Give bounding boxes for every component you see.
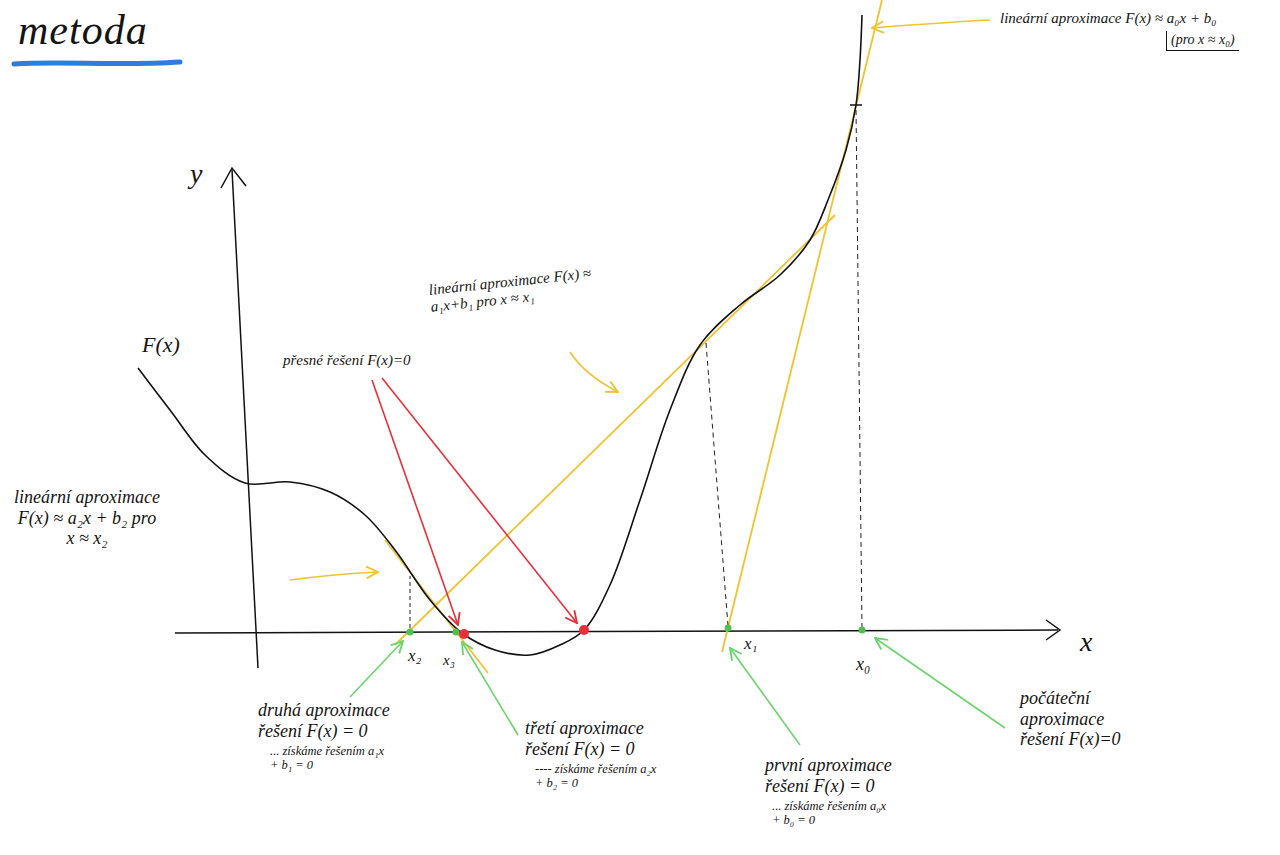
callout-note: počáteční aproximace řešení F(x)=0: [1020, 688, 1150, 750]
callout-arrow: [290, 572, 378, 580]
point-label: x₀: [856, 654, 870, 675]
title-underline: [14, 62, 180, 64]
axis-label: x: [1080, 626, 1092, 658]
y-axis-arrow: [221, 168, 246, 188]
approximation-point: [407, 629, 414, 636]
callout-note: přesné řešení F(x)=0: [283, 352, 411, 369]
dashed-drop: [856, 108, 862, 628]
y-axis: [232, 170, 258, 668]
function-graph: [138, 15, 862, 655]
point-label: x₁: [744, 634, 757, 654]
title: metoda: [18, 6, 148, 54]
approximation-point: [725, 625, 732, 632]
callout-arrow: [570, 352, 618, 392]
callout-note: lineární aproximace F(x) ≈ a₁x+b₁ pro x …: [428, 264, 601, 316]
callout-subnote: ... získáme řešením a₁x + b₁ = 0: [270, 744, 395, 773]
dashed-drop: [410, 576, 411, 628]
callout-note: první aproximace řešení F(x) = 0: [765, 755, 915, 796]
point-label: x₃: [443, 652, 455, 669]
tangent-line: [395, 215, 835, 645]
callout-arrow: [875, 638, 1005, 728]
callout-arrow: [730, 648, 800, 745]
callout-arrow: [872, 20, 990, 28]
callout-subnote: ---- získáme řešením a₂x + b₂ = 0: [535, 762, 665, 791]
x-axis-arrow: [1046, 620, 1060, 640]
callout-note: lineární aproximace F(x) ≈ a₂x + b₂ pro …: [12, 487, 162, 549]
callout-note: třetí aproximace řešení F(x) = 0: [525, 718, 675, 759]
condition-note: (pro x ≈ x₀): [1166, 31, 1239, 51]
approximation-point: [453, 629, 460, 636]
x-axis: [175, 630, 1058, 633]
exact-root-point: [459, 629, 469, 639]
exact-root-point: [579, 625, 589, 635]
function-curve: [138, 15, 862, 655]
callout-note: lineární aproximace F(x) ≈ a₀x + b₀: [1000, 10, 1217, 27]
callout-arrow: [350, 641, 403, 697]
point-label: x₂: [408, 646, 421, 666]
callout-subnote: ... získáme řešením a₀x + b₀ = 0: [772, 799, 897, 828]
callout-arrow: [462, 642, 518, 735]
axis-label: y: [190, 158, 202, 190]
callout-arrow: [372, 380, 458, 625]
tangent-line: [722, 0, 882, 652]
callout-arrow: [382, 378, 577, 623]
approximation-point: [859, 627, 866, 634]
dashed-drop: [706, 343, 728, 626]
callout-note: druhá aproximace řešení F(x) = 0: [258, 700, 408, 741]
function-label: F(x): [142, 332, 180, 357]
